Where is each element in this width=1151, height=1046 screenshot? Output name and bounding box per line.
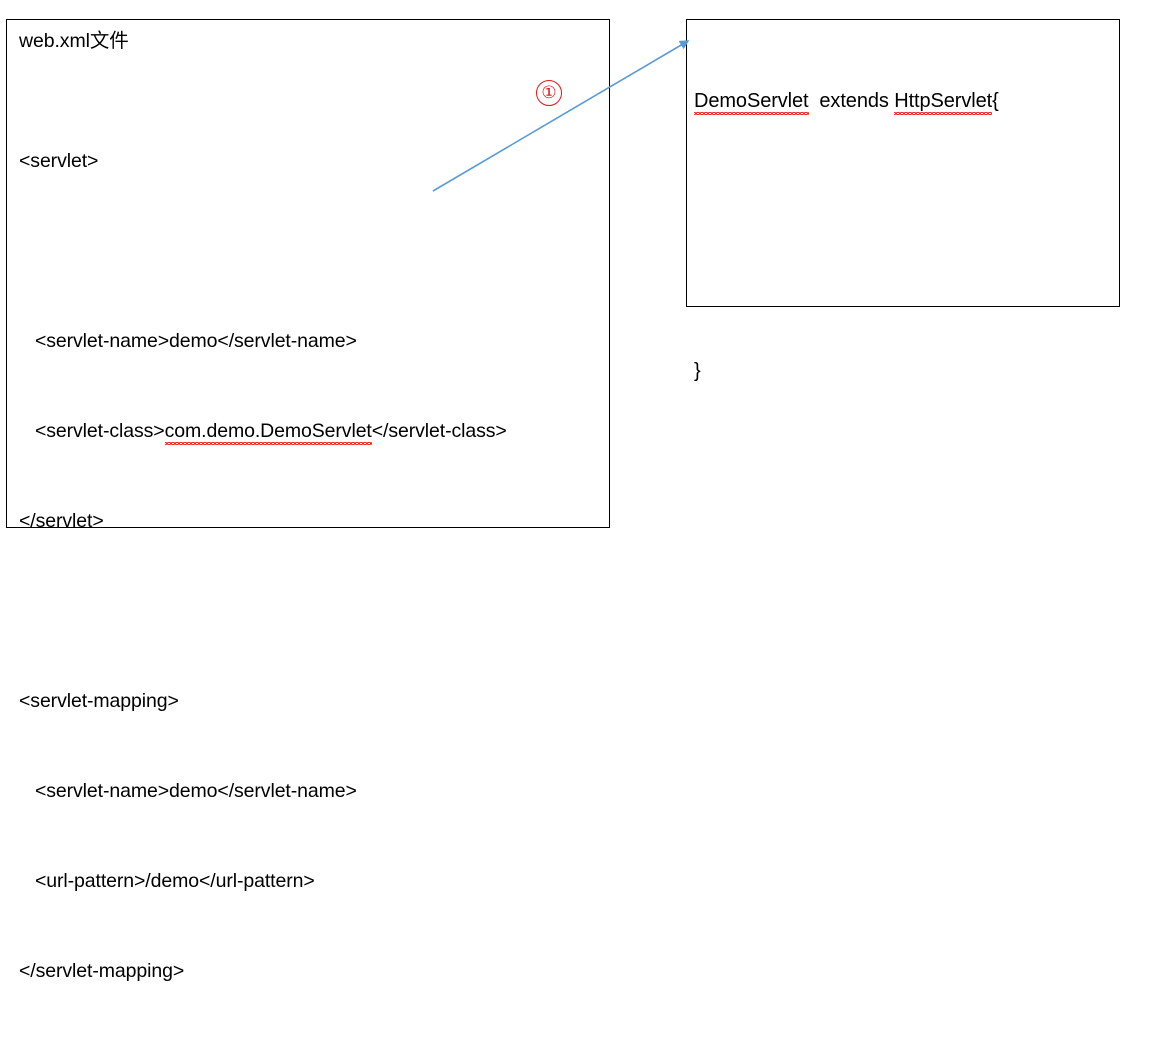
code-line-mapping-close: </servlet-mapping>	[19, 960, 185, 982]
code-blank-line-2	[19, 596, 507, 626]
code-line-mapping-name: <servlet-name>demo</servlet-name>	[19, 780, 357, 802]
code-line-servlet-class: <servlet-class>com.demo.DemoServlet</ser…	[19, 416, 507, 446]
code-line-url-pattern: <url-pattern>/demo</url-pattern>	[19, 870, 315, 892]
annotation-marker-one: ①	[536, 80, 562, 106]
superclass-name-text: HttpServlet	[894, 86, 992, 116]
servlet-class-prefix: <servlet-class>	[19, 420, 165, 442]
class-declaration-line: DemoServlet extends HttpServlet{	[694, 86, 999, 116]
extends-keyword: extends	[808, 90, 895, 112]
code-line-servlet-close: </servlet>	[19, 510, 104, 532]
code-blank-line	[19, 236, 507, 266]
diagram-canvas: web.xml文件 <servlet> <servlet-name>demo</…	[6, 19, 1120, 982]
class-blank-line-1	[694, 176, 999, 206]
open-brace: {	[992, 90, 999, 112]
code-line-servlet-name: <servlet-name>demo</servlet-name>	[19, 330, 357, 352]
servlet-class-suffix: </servlet-class>	[371, 420, 507, 442]
class-name-text: DemoServlet	[694, 86, 809, 116]
close-brace: }	[694, 360, 701, 382]
webxml-title: web.xml文件	[19, 30, 129, 52]
demoservlet-code-block: DemoServlet extends HttpServlet{ }	[694, 26, 999, 446]
code-line-mapping-open: <servlet-mapping>	[19, 690, 179, 712]
demoservlet-box	[686, 19, 1120, 307]
webxml-code-block: <servlet> <servlet-name>demo</servlet-na…	[19, 86, 507, 1046]
code-line-servlet-open: <servlet>	[19, 150, 99, 172]
servlet-class-value: com.demo.DemoServlet	[164, 416, 372, 446]
class-blank-line-2	[694, 266, 999, 296]
